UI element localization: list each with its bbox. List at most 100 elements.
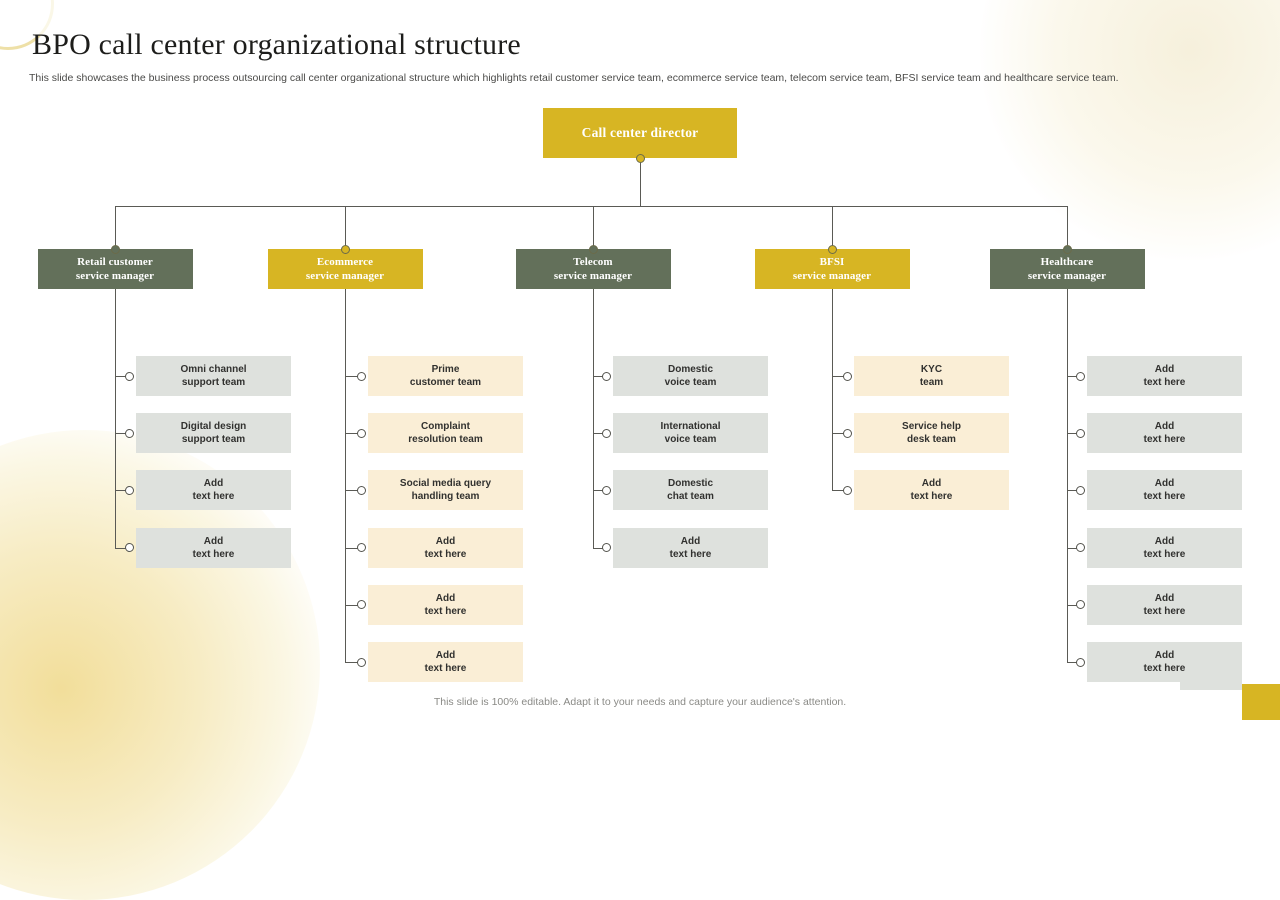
connector-spine-3 [832, 289, 833, 491]
team-label-line1: Domestic [667, 364, 713, 375]
org-node-team-2-0[interactable]: Domestic voice team [613, 356, 768, 396]
connector-root-stem [640, 158, 641, 206]
team-label-line1: Digital design [180, 421, 247, 433]
connector-dot-leaf-4-4 [1076, 600, 1085, 610]
manager-label: Telecom service manager [554, 255, 632, 283]
team-label-line2: text here [424, 548, 467, 560]
team-label-line1: Add [1154, 421, 1175, 433]
connector-stub-2-0 [593, 376, 607, 377]
connector-dot-leaf-2-1 [602, 428, 611, 438]
team-label-line2: text here [192, 491, 235, 503]
team-label-line2: text here [424, 663, 467, 674]
connector-stub-4-4 [1067, 604, 1081, 606]
footer-note: This slide is 100% editable. Adapt it to… [433, 696, 847, 708]
team-label-line2: text here [1143, 605, 1186, 617]
org-node-team-0-0[interactable]: Omni channel support team [136, 356, 291, 396]
connector-stub-3-1 [832, 433, 848, 435]
org-node-manager-3[interactable]: BFSI service manager [754, 249, 910, 289]
connector-dot-leaf-1-4 [357, 600, 366, 610]
team-label-line1: Add [203, 535, 224, 547]
team-label-line1: Add [1154, 478, 1175, 490]
connector-dot-leaf-1-3 [357, 543, 366, 553]
team-label-line2: support team [181, 377, 246, 388]
connector-dot-leaf-1-5 [357, 657, 366, 667]
team-label: Add text here [1144, 649, 1186, 675]
connector-dot-director [635, 153, 645, 163]
connector-dot-leaf-4-1 [1076, 428, 1085, 438]
team-label-line1: Add [435, 535, 456, 547]
manager-label-line2: service manager [553, 270, 633, 282]
team-label-line1: Add [435, 650, 456, 661]
connector-stub-4-2 [1067, 490, 1081, 492]
connector-stub-0-3 [115, 547, 130, 549]
org-node-director[interactable]: Call center director [543, 108, 737, 158]
connector-dot-leaf-0-0 [125, 371, 134, 381]
team-label-line1: Omni channel [180, 364, 247, 375]
connector-stub-1-2 [345, 490, 362, 492]
connector-dot-leaf-1-1 [357, 428, 366, 438]
connector-stub-2-1 [593, 433, 607, 435]
team-label: Add text here [425, 649, 467, 675]
manager-label-line1: Telecom [573, 256, 613, 268]
org-node-team-1-5[interactable]: Add text here [368, 642, 523, 682]
connector-drop-4 [1067, 206, 1068, 249]
org-node-manager-2[interactable]: Telecom service manager [515, 249, 671, 289]
connector-dot-leaf-0-3 [125, 543, 134, 553]
team-label-line2: text here [1143, 663, 1186, 674]
team-label-line2: text here [910, 491, 953, 503]
team-label-line1: Complaint [421, 421, 470, 433]
connector-bus-horizontal [115, 206, 1067, 207]
org-node-team-4-5[interactable]: Add text here [1087, 642, 1242, 682]
connector-stub-2-2 [593, 490, 607, 492]
team-label-line1: Prime [431, 364, 460, 375]
team-label-line1: International [660, 421, 721, 433]
manager-label-line1: BFSI [819, 256, 845, 268]
connector-dot-manager-3 [827, 244, 837, 254]
connector-dot-manager-1 [340, 244, 350, 254]
team-label-line2: support team [181, 434, 246, 446]
team-label: Domestic voice team [665, 363, 717, 389]
team-label-line2: voice team [664, 377, 717, 388]
team-label-line1: Add [1154, 650, 1175, 661]
team-label-line1: Service help [902, 421, 961, 433]
team-label-line2: text here [424, 605, 467, 617]
team-label-line2: text here [1143, 377, 1186, 388]
connector-spine-1 [345, 289, 346, 662]
connector-dot-manager-4 [1062, 244, 1072, 254]
manager-label-line2: service manager [792, 270, 872, 282]
connector-dot-leaf-4-5 [1076, 657, 1085, 667]
connector-dot-leaf-3-2 [843, 485, 852, 495]
team-label-line1: Add [435, 592, 456, 604]
